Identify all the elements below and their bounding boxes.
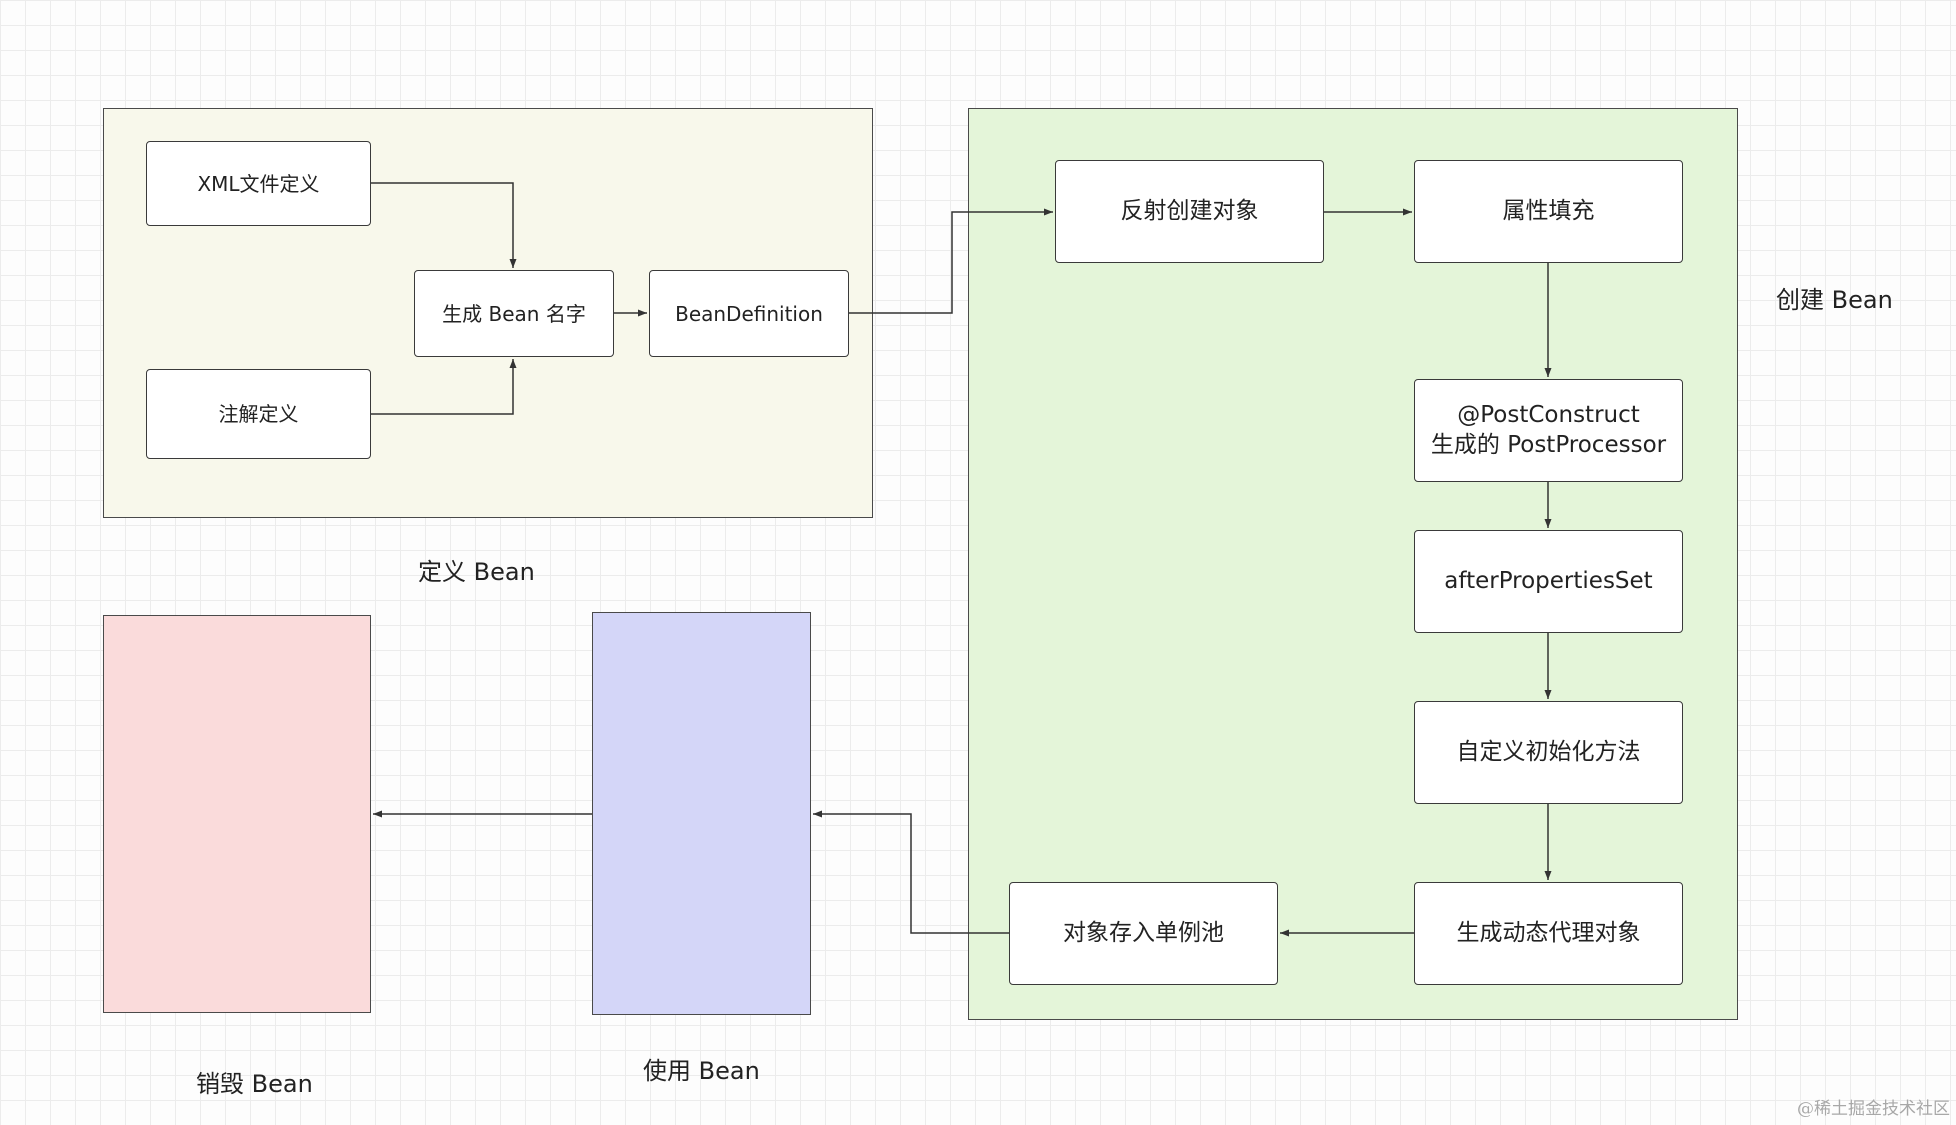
edge-xml-definition-to-generate-bean-name xyxy=(371,182,517,268)
watermark: @稀土掘金技术社区 xyxy=(1797,1099,1950,1119)
use-bean-box xyxy=(592,612,811,1015)
bean-definition-node: BeanDefinition xyxy=(649,270,849,357)
store-singleton-node: 对象存入单例池 xyxy=(1009,882,1278,985)
edge-bean-definition-to-reflect-create xyxy=(849,208,1053,314)
custom-init-node: 自定义初始化方法 xyxy=(1414,701,1683,804)
annotation-definition-node: 注解定义 xyxy=(146,369,371,459)
edge-store-singleton-to-use-bean xyxy=(813,810,1009,934)
post-construct-node: @PostConstruct 生成的 PostProcessor xyxy=(1414,379,1683,482)
create-proxy-node: 生成动态代理对象 xyxy=(1414,882,1683,985)
generate-bean-name-node: 生成 Bean 名字 xyxy=(414,270,614,357)
after-properties-set-node: afterPropertiesSet xyxy=(1414,530,1683,633)
use-bean-label: 使用 Bean xyxy=(643,1057,760,1085)
destroy-bean-label: 销毁 Bean xyxy=(196,1070,313,1098)
reflect-create-node: 反射创建对象 xyxy=(1055,160,1324,263)
populate-properties-node: 属性填充 xyxy=(1414,160,1683,263)
destroy-bean-box xyxy=(103,615,371,1013)
create-bean-label: 创建 Bean xyxy=(1776,286,1893,314)
xml-definition-node: XML文件定义 xyxy=(146,141,371,226)
define-bean-label: 定义 Bean xyxy=(418,558,535,586)
edge-annotation-definition-to-generate-bean-name xyxy=(371,359,517,415)
